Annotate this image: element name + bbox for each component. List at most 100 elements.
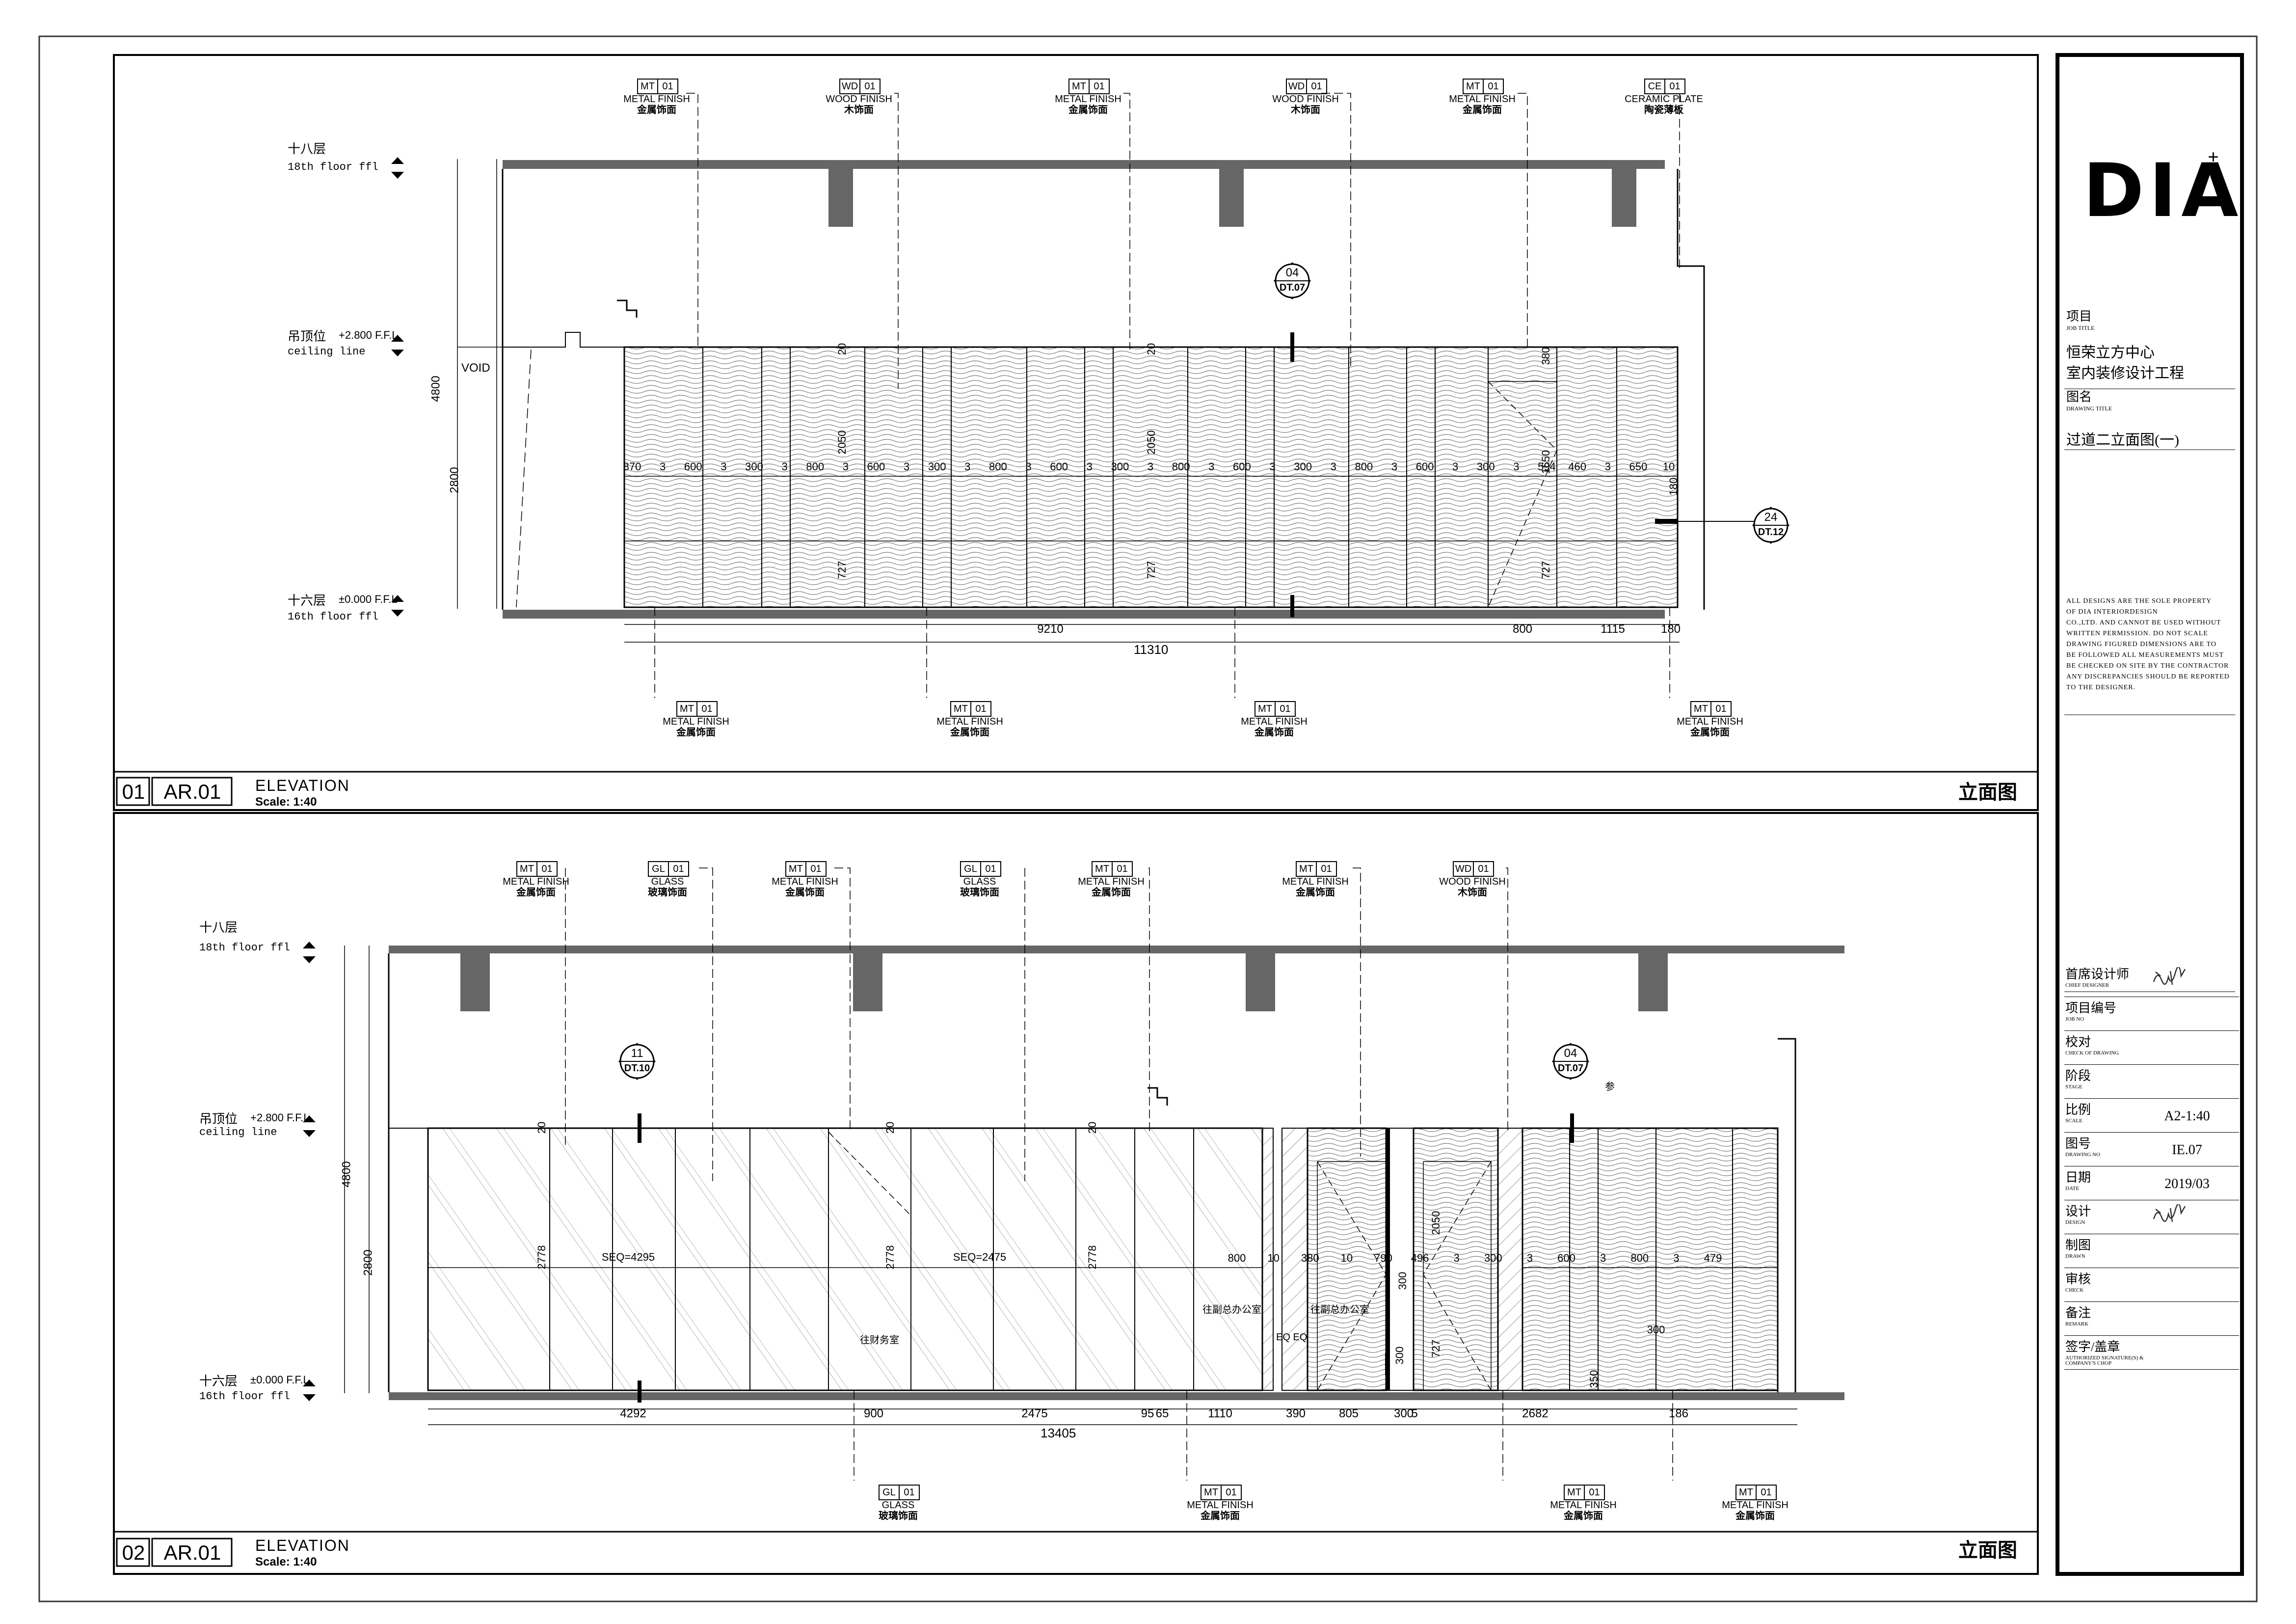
copyright-line: ANY DISCREPANCIES SHOULD BE REPORTED <box>2066 673 2230 680</box>
finish-name-cn: 陶瓷薄板 <box>1644 105 1683 115</box>
finish-num: 01 <box>864 81 876 92</box>
panel-dim: 3 <box>721 460 727 473</box>
elevation-02-title: ELEVATION <box>255 1537 350 1554</box>
job-title-line2: 室内装修设计工程 <box>2066 365 2184 381</box>
finish-name-cn: 金属饰面 <box>1463 105 1502 115</box>
finish-name-cn: 金属饰面 <box>637 105 676 115</box>
finish-num: 01 <box>1589 1487 1600 1498</box>
bottom-dim: 900 <box>863 1407 884 1420</box>
dim-mark: 20 <box>884 1121 896 1134</box>
panel-dim: 3 <box>659 460 666 473</box>
row-value: 2019/03 <box>2164 1176 2210 1191</box>
finish-name-en: METAL FINISH <box>1282 876 1349 887</box>
bottom-dim: 180 <box>1660 623 1681 636</box>
finish-name-cn: 木饰面 <box>1291 105 1320 115</box>
finish-num: 01 <box>1280 704 1291 714</box>
panel-dim: 3 <box>1025 460 1032 473</box>
dim-mark: 2778 <box>535 1245 548 1270</box>
finish-name-en: METAL FINISH <box>1449 94 1516 105</box>
finish-code: MT <box>1297 862 1317 876</box>
bottom-dim: 390 <box>1285 1407 1306 1420</box>
finish-name-en: METAL FINISH <box>1677 716 1743 727</box>
height-total-dim-2: 4800 <box>340 1161 353 1188</box>
finish-name-en: METAL FINISH <box>772 876 838 887</box>
row-label-en: REMARK <box>2065 1321 2089 1327</box>
finish-name-cn: 金属饰面 <box>1092 887 1131 898</box>
vertical-dim: 380 <box>1540 347 1552 365</box>
finish-name-cn: 玻璃饰面 <box>960 887 999 898</box>
finish-num: 01 <box>1478 864 1489 874</box>
row-label-cn: 图号 <box>2065 1137 2091 1151</box>
bottom-dim: 800 <box>1512 623 1533 636</box>
finish-name-cn: 金属饰面 <box>1690 727 1730 738</box>
level-bot-cn: 十六层 <box>288 593 326 608</box>
logo-sup: + <box>2208 146 2219 168</box>
finish-code: GL <box>880 1486 900 1499</box>
finish-name-en: GLASS <box>651 876 684 887</box>
dim-mark: 727 <box>1430 1339 1442 1358</box>
finish-num: 01 <box>810 864 822 874</box>
bottom-dim: 95 <box>1141 1407 1154 1420</box>
slab-bottom <box>503 610 1665 619</box>
panel-dim: 800 <box>1172 460 1190 473</box>
panel-dim: 800 <box>989 460 1007 473</box>
height-ceiling-dim: 2800 <box>448 467 461 493</box>
drawing-title-label-cn: 图名 <box>2066 390 2092 404</box>
door-panel <box>1307 1127 1387 1391</box>
beam <box>1246 952 1275 1011</box>
panel-dim: 10 <box>1662 460 1675 473</box>
row-label-cn: 首席设计师 <box>2065 967 2130 981</box>
level-bot-val-2: ±0.000 F.F.L <box>250 1374 309 1386</box>
panel-dim: 10 <box>1340 1252 1353 1264</box>
vertical-dim: 1650 <box>1540 450 1552 474</box>
finish-num: 01 <box>1669 81 1681 92</box>
row-label-cn: 设计 <box>2065 1204 2091 1218</box>
bottom-dim: 805 <box>1338 1407 1359 1420</box>
section-num: 24 <box>1764 511 1778 524</box>
dim-mark: SEQ=4295 <box>601 1251 655 1263</box>
panel-dim: 800 <box>1355 460 1373 473</box>
section-ref: DT.07 <box>1557 1063 1584 1074</box>
elevation-02-drawing <box>303 867 1844 1481</box>
slab-top <box>389 946 1844 953</box>
finish-name-en: METAL FINISH <box>1187 1500 1254 1511</box>
finish-name-cn: 金属饰面 <box>1296 887 1335 898</box>
finish-name-cn: 金属饰面 <box>516 887 556 898</box>
panel-dim: 3 <box>1452 460 1459 473</box>
slab-top <box>503 160 1665 169</box>
finish-name-cn: 金属饰面 <box>1201 1511 1240 1521</box>
panel-dim: 3 <box>1526 1252 1533 1264</box>
signature-mark <box>2151 966 2190 989</box>
drawing-title-label-en: DRAWING TITLE <box>2066 405 2112 412</box>
panel-dim: 600 <box>1557 1252 1575 1264</box>
panel-dim: 300 <box>1111 460 1129 473</box>
slab-bottom <box>389 1392 1844 1400</box>
row-label-cn: 签字/盖章 <box>2065 1340 2120 1354</box>
elevation-01-num: 01 <box>122 780 145 803</box>
finish-name-en: METAL FINISH <box>1722 1500 1789 1511</box>
finish-num: 01 <box>673 864 684 874</box>
beam <box>1638 952 1668 1011</box>
dim-mark: SEQ=2475 <box>953 1251 1007 1263</box>
section-ref: DT.12 <box>1758 527 1784 538</box>
copyright-line: BE FOLLOWED ALL MEASUREMENTS MUST <box>2066 651 2224 659</box>
beam <box>1219 168 1244 227</box>
panel-dim: 300 <box>928 460 946 473</box>
finish-name-en: GLASS <box>963 876 996 887</box>
row-label-en: CHIEF DESIGNER <box>2065 982 2109 988</box>
